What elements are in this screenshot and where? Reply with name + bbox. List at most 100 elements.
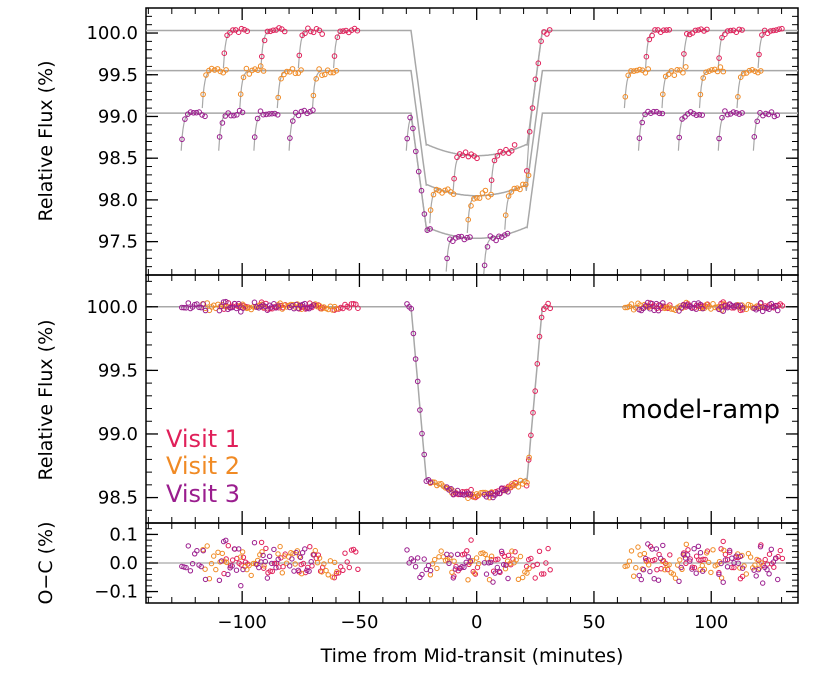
residual-point: [427, 567, 434, 574]
residual-point: [524, 570, 530, 576]
residual-point: [298, 571, 305, 577]
data-point: [500, 150, 506, 156]
top-ramp-model: [288, 112, 315, 151]
data-point: [281, 71, 287, 78]
data-point: [634, 67, 640, 74]
residual-point: [683, 560, 689, 566]
residual-point: [353, 549, 359, 555]
data-point: [414, 378, 421, 385]
residual-point: [267, 568, 273, 574]
data-point: [683, 64, 689, 70]
data-point: [515, 484, 522, 490]
data-point: [450, 191, 457, 197]
data-point: [417, 407, 423, 413]
data-point: [697, 301, 704, 308]
data-point: [544, 31, 550, 37]
data-point: [660, 300, 666, 306]
residual-point: [340, 567, 346, 573]
residual-point: [296, 553, 303, 560]
residual-point: [710, 547, 716, 553]
data-point: [331, 53, 338, 59]
data-point: [298, 108, 305, 115]
data-point: [187, 109, 194, 115]
residual-point: [259, 549, 265, 555]
residual-point: [685, 547, 691, 553]
residual-point: [183, 564, 189, 571]
residual-point: [628, 548, 635, 554]
y-tick-label: 99.0: [98, 424, 138, 445]
residual-point: [306, 568, 312, 574]
residual-point: [770, 559, 777, 565]
data-point: [622, 94, 629, 100]
residual-point: [777, 547, 783, 554]
residual-point: [293, 549, 299, 556]
residual-point: [635, 544, 641, 550]
middle-y-ticks: 100.099.599.098.5: [86, 280, 798, 511]
top-ramp-model: [201, 70, 229, 109]
residual-point: [215, 549, 221, 555]
data-point: [278, 75, 284, 82]
data-point: [508, 189, 515, 195]
residual-point: [766, 571, 772, 577]
data-point: [628, 301, 635, 307]
data-point: [536, 333, 543, 340]
residual-point: [264, 575, 271, 581]
data-point: [348, 27, 355, 34]
data-point: [181, 304, 187, 311]
data-point: [687, 109, 694, 115]
data-point: [690, 110, 697, 117]
data-point: [758, 68, 764, 74]
residual-point: [538, 571, 545, 577]
data-point: [524, 479, 530, 486]
data-point: [538, 314, 545, 321]
y-tick-label: 0.1: [109, 524, 138, 545]
data-point: [774, 112, 781, 118]
data-point: [505, 193, 512, 199]
residual-point: [256, 564, 262, 571]
residual-point: [236, 546, 242, 552]
top-ramp-model: [260, 29, 287, 69]
data-point: [636, 135, 643, 141]
residual-point: [451, 558, 457, 564]
data-point: [430, 191, 437, 198]
residual-point: [703, 550, 710, 556]
y-tick-label: 98.0: [98, 190, 138, 211]
residual-point: [775, 576, 781, 583]
residual-point: [528, 555, 534, 562]
residual-point: [198, 563, 204, 570]
data-point: [263, 111, 270, 118]
residual-point: [691, 565, 698, 571]
data-point: [223, 67, 229, 73]
data-point: [502, 212, 509, 218]
data-point: [504, 485, 511, 491]
data-point: [246, 71, 253, 77]
residual-point: [223, 537, 229, 543]
middle-data-points: [179, 298, 786, 502]
data-point: [737, 74, 744, 80]
data-point: [429, 479, 436, 485]
residual-point: [509, 548, 515, 554]
data-point: [716, 135, 722, 142]
data-point: [407, 114, 413, 121]
data-point: [739, 27, 745, 33]
residual-point: [691, 546, 697, 552]
data-point: [208, 65, 215, 72]
data-point: [757, 110, 763, 116]
data-point: [445, 186, 451, 192]
residual-point: [660, 542, 666, 549]
data-point: [459, 152, 466, 159]
residual-point: [752, 562, 758, 568]
data-point: [636, 66, 643, 73]
data-point: [511, 185, 518, 192]
residual-point: [344, 559, 350, 565]
residual-point: [666, 562, 672, 568]
data-point: [355, 305, 361, 312]
residual-point: [735, 560, 741, 566]
residual-point: [229, 557, 236, 563]
panel-top-frame: [145, 7, 799, 276]
residual-point: [543, 560, 549, 566]
residual-point: [283, 560, 290, 566]
data-point: [709, 67, 715, 73]
residual-point: [260, 552, 266, 559]
